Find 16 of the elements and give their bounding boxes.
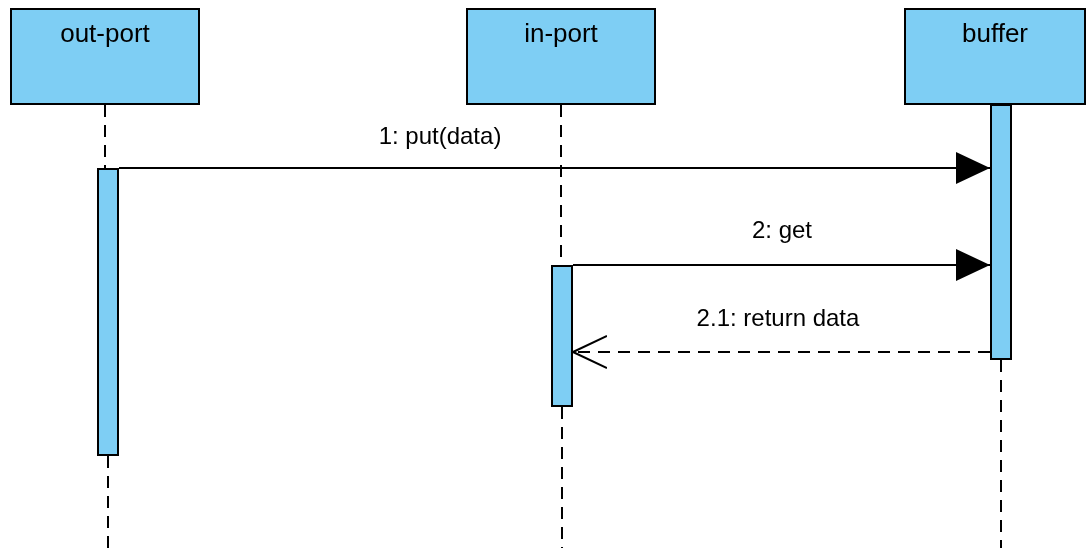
- activation-bar: [551, 265, 573, 407]
- lifeline: [107, 455, 109, 548]
- edge-label: 2.1: return data: [696, 304, 860, 332]
- return-arrow: [572, 335, 991, 369]
- activation-bar: [990, 104, 1012, 360]
- lifeline-head: buffer: [904, 8, 1086, 105]
- lifeline-head: in-port: [466, 8, 656, 105]
- lifeline-head: out-port: [10, 8, 200, 105]
- activation-bar: [97, 168, 119, 456]
- edge-label: 2: get: [752, 216, 812, 244]
- message-arrow: [572, 249, 991, 281]
- edge-label: 1: put(data): [378, 122, 502, 150]
- lifeline: [1000, 359, 1002, 548]
- lifeline: [561, 406, 563, 548]
- message-arrow: [118, 152, 991, 184]
- lifeline: [104, 104, 106, 169]
